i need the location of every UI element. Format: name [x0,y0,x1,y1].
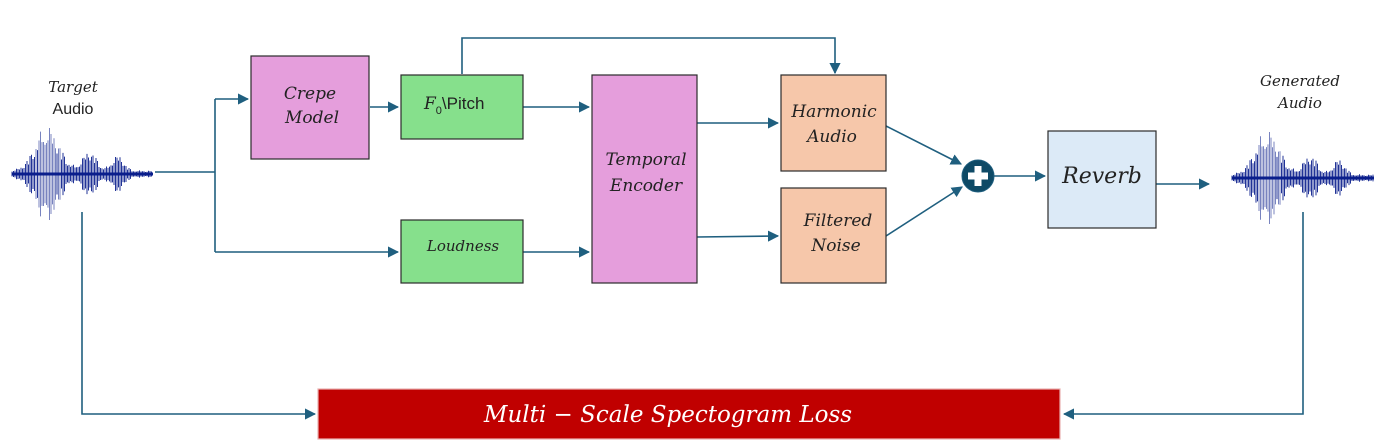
generated-waveform-icon [1231,132,1374,224]
adder-icon [961,159,995,193]
generated-audio-label-2: Audio [1276,94,1322,112]
reverb-block: Reverb [1047,130,1157,229]
pitch-subscript: 0 [436,105,442,117]
arrow-encoder-noise [696,230,780,242]
arrow-harmonic-adder [885,125,962,165]
arrow-pitch-harmonic [461,37,841,75]
loudness-block: Loudness [400,219,524,284]
crepe-label-2: Model [284,108,339,128]
loudness-label: Loudness [426,237,499,255]
arrow-target-loss [81,212,317,420]
loss-block: Multi − Scale Spectogram Loss [317,388,1061,440]
crepe-label-1: Crepe [284,84,336,104]
pitch-rest: \Pitch [442,94,485,113]
temporal-label-2: Encoder [609,176,683,196]
temporal-encoder-block: Temporal Encoder [591,74,698,284]
target-audio-label-2: Audio [53,101,94,118]
harmonic-label-1: Harmonic [790,102,877,122]
temporal-label-1: Temporal [605,150,686,170]
loss-label: Multi − Scale Spectogram Loss [483,402,852,428]
target-waveform-icon [11,128,153,220]
target-audio-label-1: Target [48,78,98,96]
arrow-generated-loss [1062,212,1304,420]
harmonic-label-2: Audio [805,127,857,147]
pitch-symbol: F [423,94,437,114]
pitch-block: F0\Pitch [400,74,524,140]
noise-label-1: Filtered [803,211,873,231]
harmonic-audio-block: Harmonic Audio [780,74,887,172]
reverb-label: Reverb [1061,164,1142,189]
noise-label-2: Noise [810,236,860,256]
arrow-noise-adder [885,186,963,237]
crepe-model-block: Crepe Model [250,55,370,160]
filtered-noise-block: Filtered Noise [780,187,887,284]
generated-audio-label-1: Generated [1260,72,1340,90]
pitch-label: F0\Pitch [423,94,484,117]
